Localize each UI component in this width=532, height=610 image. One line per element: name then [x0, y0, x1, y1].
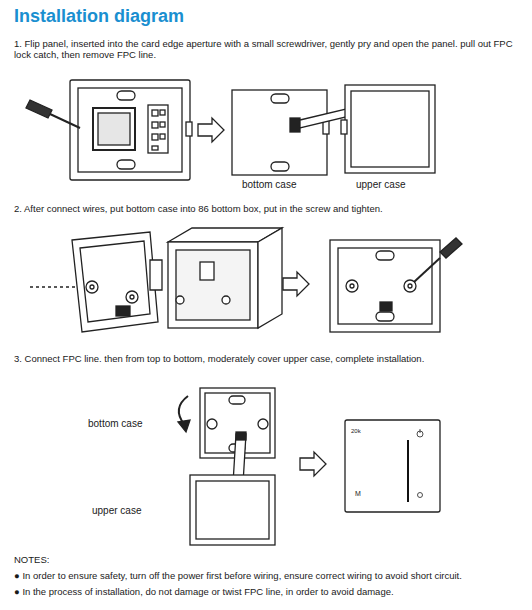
- panel-text: 20k: [351, 428, 361, 435]
- figure-stroke: [160, 122, 165, 127]
- figure-stroke: [160, 134, 165, 139]
- figure-stroke: [200, 262, 214, 280]
- figure-stroke: [150, 260, 162, 290]
- figure-stroke: [376, 251, 394, 260]
- figure-stroke: [440, 238, 462, 258]
- figure-stroke: [86, 281, 98, 293]
- figure-stroke: [330, 240, 440, 332]
- step-text: 1. Flip panel, inserted into the card ed…: [14, 38, 519, 61]
- figure-stroke: [72, 232, 158, 332]
- figure-stroke: [116, 306, 130, 316]
- figure-stroke: [190, 475, 275, 545]
- part-label: upper case: [356, 179, 405, 191]
- step-text: 3. Connect FPC line. then from top to bo…: [14, 353, 424, 364]
- figure-stroke: [148, 105, 168, 153]
- step-text: 2. After connect wires, put bottom case …: [14, 203, 383, 214]
- figure-stroke: [117, 160, 135, 169]
- figure-stroke: [229, 396, 245, 404]
- figure-stroke: [407, 440, 409, 502]
- figure-stroke: [408, 284, 412, 288]
- panel-text: M: [355, 490, 361, 498]
- figure-stroke: [346, 280, 358, 292]
- part-label: upper case: [92, 505, 141, 517]
- figure-stroke: [232, 90, 327, 175]
- figure-stroke: [176, 250, 250, 320]
- figure-stroke: [50, 114, 80, 128]
- figure-stroke: [351, 91, 429, 167]
- figure-stroke: [271, 162, 289, 171]
- figure-stroke: [26, 100, 52, 118]
- figure-stroke: [176, 296, 184, 304]
- figure-stroke: [345, 85, 435, 173]
- figure-stroke: [152, 122, 158, 128]
- step1-figures: [26, 80, 435, 180]
- figure-stroke: [345, 420, 440, 512]
- part-label: bottom case: [242, 179, 296, 191]
- figure-stroke: [98, 113, 130, 145]
- figure-stroke: [341, 120, 347, 134]
- step2-figures: [30, 228, 462, 332]
- figure-stroke: [70, 80, 190, 180]
- figure-stroke: [93, 108, 135, 150]
- figure-stroke: [168, 242, 258, 328]
- figure-stroke: [152, 134, 158, 140]
- figure-stroke: [420, 429, 421, 433]
- figure-stroke: [258, 419, 268, 429]
- figure-stroke: [283, 272, 309, 296]
- figure-stroke: [130, 295, 134, 299]
- title: Installation diagram: [14, 6, 184, 28]
- figure-stroke: [152, 146, 158, 150]
- figure-stroke: [80, 241, 150, 322]
- part-label: bottom case: [88, 418, 142, 430]
- figure-stroke: [160, 110, 165, 115]
- figure-stroke: [300, 452, 326, 476]
- figure-stroke: [350, 284, 354, 288]
- figure-stroke: [338, 248, 432, 324]
- figure-stroke: [78, 88, 182, 172]
- figure-stroke: [179, 396, 188, 424]
- figure-stroke: [186, 122, 192, 136]
- figure-stroke: [418, 493, 423, 498]
- figure-stroke: [90, 285, 94, 289]
- figure-stroke: [126, 291, 138, 303]
- figure-stroke: [414, 258, 440, 282]
- figure-stroke: [290, 118, 300, 132]
- figure-stroke: [152, 110, 158, 116]
- figure-stroke: [271, 94, 289, 103]
- figure-stroke: [376, 312, 394, 321]
- figure-stroke: [196, 481, 269, 539]
- figure-stroke: [380, 302, 392, 311]
- figure-stroke: [258, 228, 282, 328]
- step3-figures: [178, 388, 440, 545]
- note: ● In the process of installation, do not…: [14, 586, 394, 597]
- note: ● In order to ensure safety, turn off th…: [14, 570, 462, 581]
- figure-stroke: [117, 91, 135, 100]
- figure-stroke: [198, 118, 224, 142]
- notes-heading: NOTES:: [14, 554, 49, 565]
- figure-stroke: [222, 296, 230, 304]
- figure-stroke: [207, 419, 217, 429]
- figure-stroke: [236, 432, 246, 440]
- figure-stroke: [178, 420, 190, 432]
